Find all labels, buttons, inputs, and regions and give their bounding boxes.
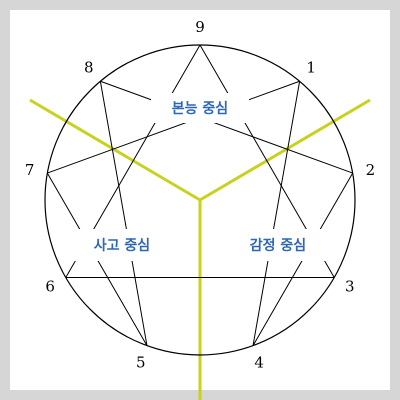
label-pad-1 bbox=[226, 229, 330, 261]
point-number-6: 6 bbox=[45, 278, 55, 296]
connection-line-2-8 bbox=[100, 80, 353, 174]
point-number-5: 5 bbox=[136, 354, 146, 372]
thinking-center-label: 사고 중심 bbox=[94, 238, 150, 254]
connection-line-1-4 bbox=[252, 81, 301, 346]
label-pad-2 bbox=[70, 229, 174, 261]
connection-line-8-5 bbox=[99, 81, 148, 346]
label-pad-0 bbox=[151, 93, 249, 123]
point-number-8: 8 bbox=[84, 58, 94, 76]
enneagram-lines bbox=[46, 44, 354, 346]
point-numbers: 9 1 2 3 4 5 6 7 8 bbox=[25, 18, 375, 372]
point-number-7: 7 bbox=[25, 161, 35, 179]
point-number-2: 2 bbox=[366, 161, 376, 179]
connection-line-7-1 bbox=[47, 80, 300, 174]
point-number-9: 9 bbox=[195, 18, 205, 36]
point-number-1: 1 bbox=[306, 58, 316, 76]
center-divider-line-1 bbox=[199, 98, 371, 202]
center-dividers bbox=[29, 98, 371, 400]
center-label-pads bbox=[70, 93, 330, 261]
center-labels: 본능 중심 감정 중심 사고 중심 bbox=[94, 101, 306, 254]
point-number-4: 4 bbox=[254, 354, 264, 372]
instinct-center-label: 본능 중심 bbox=[172, 101, 228, 117]
feeling-center-label: 감정 중심 bbox=[250, 237, 306, 254]
point-number-3: 3 bbox=[345, 278, 355, 296]
center-divider-line-0 bbox=[29, 98, 201, 202]
